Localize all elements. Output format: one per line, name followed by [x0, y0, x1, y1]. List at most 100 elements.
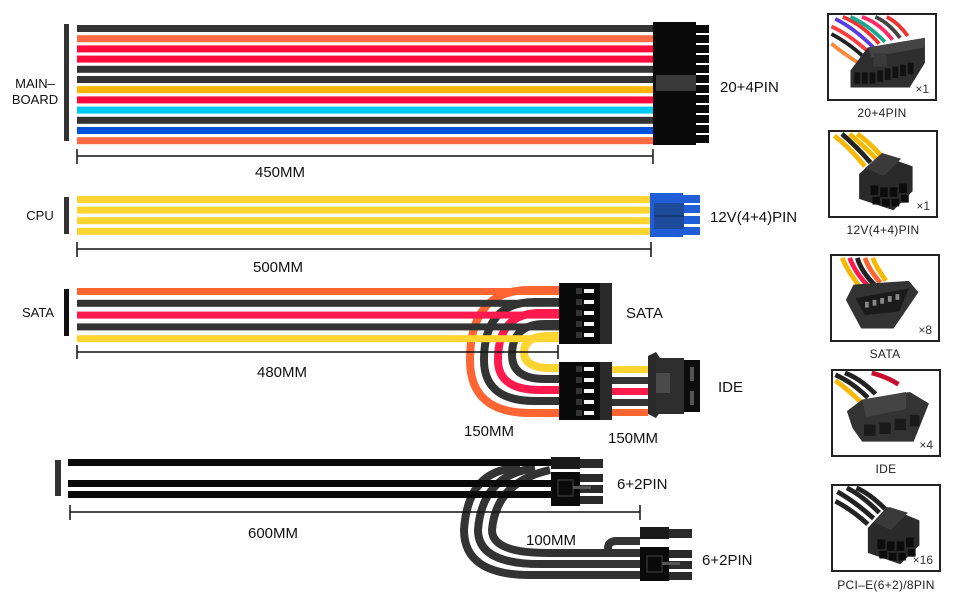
pin — [696, 55, 709, 63]
pcie-cable-group: 6+2PIN 6+2PIN 600MM 100MM — [55, 457, 752, 581]
pin-slot — [576, 321, 582, 327]
wire-light_yellow — [77, 217, 651, 225]
pcie-connector2-label: 6+2PIN — [702, 552, 752, 569]
wire-black — [77, 323, 560, 331]
pin-slot — [576, 299, 582, 305]
thumbnail-sata: ×8 — [830, 254, 940, 342]
pcie-segment-length-label: 100MM — [526, 532, 576, 549]
sata-segment1-length-label: 150MM — [464, 423, 514, 440]
mainboard-label-line1: MAIN– — [15, 76, 56, 91]
wire-cyan — [77, 106, 654, 114]
molex-connector-icon — [834, 371, 929, 442]
cpu-sleeve-bar — [64, 197, 69, 234]
mainboard-label-line2: BOARD — [12, 92, 58, 107]
sata-connector-1 — [559, 283, 612, 344]
pcie-sleeve-bar — [55, 460, 61, 496]
pcie-connector-2 — [640, 527, 692, 581]
pin-contact — [584, 411, 594, 415]
wire-blue — [77, 127, 654, 134]
pin-contact — [584, 400, 594, 404]
thumbnail-qty: ×16 — [912, 553, 933, 567]
pin — [696, 115, 709, 123]
wire-red — [77, 96, 654, 104]
pcie-8pin-connector-icon — [834, 486, 920, 565]
thumbnail-caption: PCI–E(6+2)/8PIN — [837, 578, 935, 592]
thumbnail-qty: ×8 — [918, 323, 932, 337]
mainboard-wires — [77, 25, 654, 145]
thumbnail-caption: SATA — [869, 347, 901, 361]
pin-slot — [576, 366, 582, 372]
sata-power-connector-icon — [839, 256, 919, 329]
pin — [696, 105, 709, 113]
thumbnail-caption: 20+4PIN — [857, 106, 907, 120]
pin-contact — [584, 389, 594, 393]
pin-contact — [584, 378, 594, 382]
thumbnail-qty: ×1 — [916, 199, 930, 213]
pin-contact — [584, 367, 594, 371]
sata-label: SATA — [22, 305, 54, 320]
pin — [696, 95, 709, 103]
mainboard-cable-group: MAIN– BOARD 20+4PIN 450MM — [12, 22, 779, 181]
pin-slot — [576, 288, 582, 294]
pin-slot — [576, 377, 582, 383]
cpu-label: CPU — [26, 208, 53, 223]
pin-contact — [584, 311, 594, 315]
mainboard-length-dimension — [76, 149, 654, 164]
sata-wires — [77, 288, 560, 343]
pin — [696, 125, 709, 133]
pcie-wires — [68, 459, 553, 498]
atx-24pin-connector-icon — [830, 15, 925, 88]
cpu-length-label: 500MM — [253, 259, 303, 276]
wire-sata_red — [77, 311, 560, 319]
pin-contact — [584, 289, 594, 293]
pin-slot — [576, 388, 582, 394]
pin — [696, 25, 709, 33]
wire-sata_orange — [77, 288, 560, 295]
cpu-wires — [77, 196, 651, 235]
wire-light_yellow — [77, 335, 560, 343]
pin — [696, 35, 709, 43]
cpu-connector-label: 12V(4+4)PIN — [710, 209, 797, 226]
wire-black — [77, 299, 560, 307]
pin — [696, 65, 709, 73]
eps-8pin-connector — [650, 193, 700, 237]
pin-slot — [576, 310, 582, 316]
pin — [696, 135, 709, 143]
pin-contact — [584, 333, 594, 337]
cpu-length-dimension — [76, 242, 652, 257]
wire-orange — [77, 35, 654, 43]
wire-red — [77, 45, 654, 53]
sata-sleeve-bar — [64, 289, 69, 336]
wire-black — [77, 116, 654, 124]
thumbnail-caption: IDE — [875, 462, 897, 476]
pcie-connector1-label: 6+2PIN — [617, 476, 667, 493]
pin-slot — [576, 410, 582, 416]
wire-light_yellow — [77, 196, 651, 203]
mainboard-length-label: 450MM — [255, 164, 305, 181]
mainboard-sleeve-bar — [64, 24, 69, 141]
wire-black — [77, 76, 654, 83]
pin — [696, 85, 709, 93]
ide-connector-label: IDE — [718, 379, 743, 396]
ide-molex-connector — [648, 352, 700, 418]
pcie-length-dimension — [69, 505, 641, 520]
pcie-connector-1 — [551, 457, 603, 506]
wire-light_yellow — [77, 227, 651, 235]
pin-contact — [584, 300, 594, 304]
thumbnail-atx-24pin: ×1 — [827, 13, 937, 101]
atx-24pin-connector — [653, 22, 709, 145]
pin-contact — [584, 322, 594, 326]
eps-8pin-connector-icon — [832, 132, 913, 211]
pin-slot — [576, 399, 582, 405]
pin — [696, 45, 709, 53]
sata-segment2-length-label: 150MM — [608, 430, 658, 447]
thumbnail-ide: ×4 — [831, 369, 941, 457]
cpu-cable-group: CPU 12V(4+4)PIN 500MM — [26, 193, 797, 276]
thumbnail-qty: ×1 — [915, 82, 929, 96]
ide-wires — [612, 366, 648, 416]
pcie-length-label: 600MM — [248, 525, 298, 542]
mainboard-connector-label: 20+4PIN — [720, 79, 779, 96]
sata-connector-2 — [559, 362, 612, 420]
sata-cable-group: SATA SATA — [22, 283, 743, 447]
